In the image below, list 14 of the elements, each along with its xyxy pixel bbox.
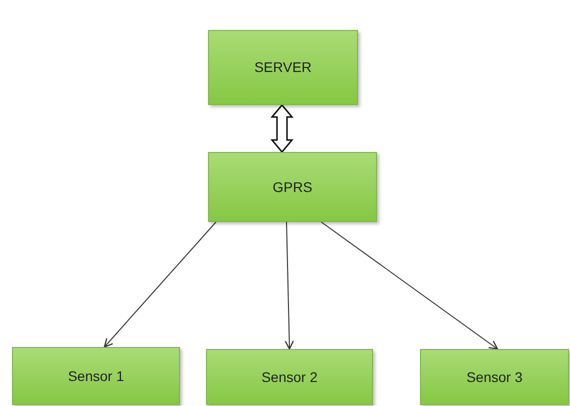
box-label: GPRS [272,178,312,196]
box-label: Sensor 1 [68,366,124,386]
arrow [320,222,498,350]
process-box [12,347,180,405]
double-arrow [270,104,294,154]
arrow [104,222,216,348]
process-box [206,349,373,405]
process-box [420,349,569,405]
box-label: Sensor 3 [466,368,523,386]
arrow [284,222,294,350]
box-label: Sensor 2 [261,368,318,386]
process-box [208,152,377,222]
box-label: SERVER [254,58,312,77]
process-box [208,30,358,105]
